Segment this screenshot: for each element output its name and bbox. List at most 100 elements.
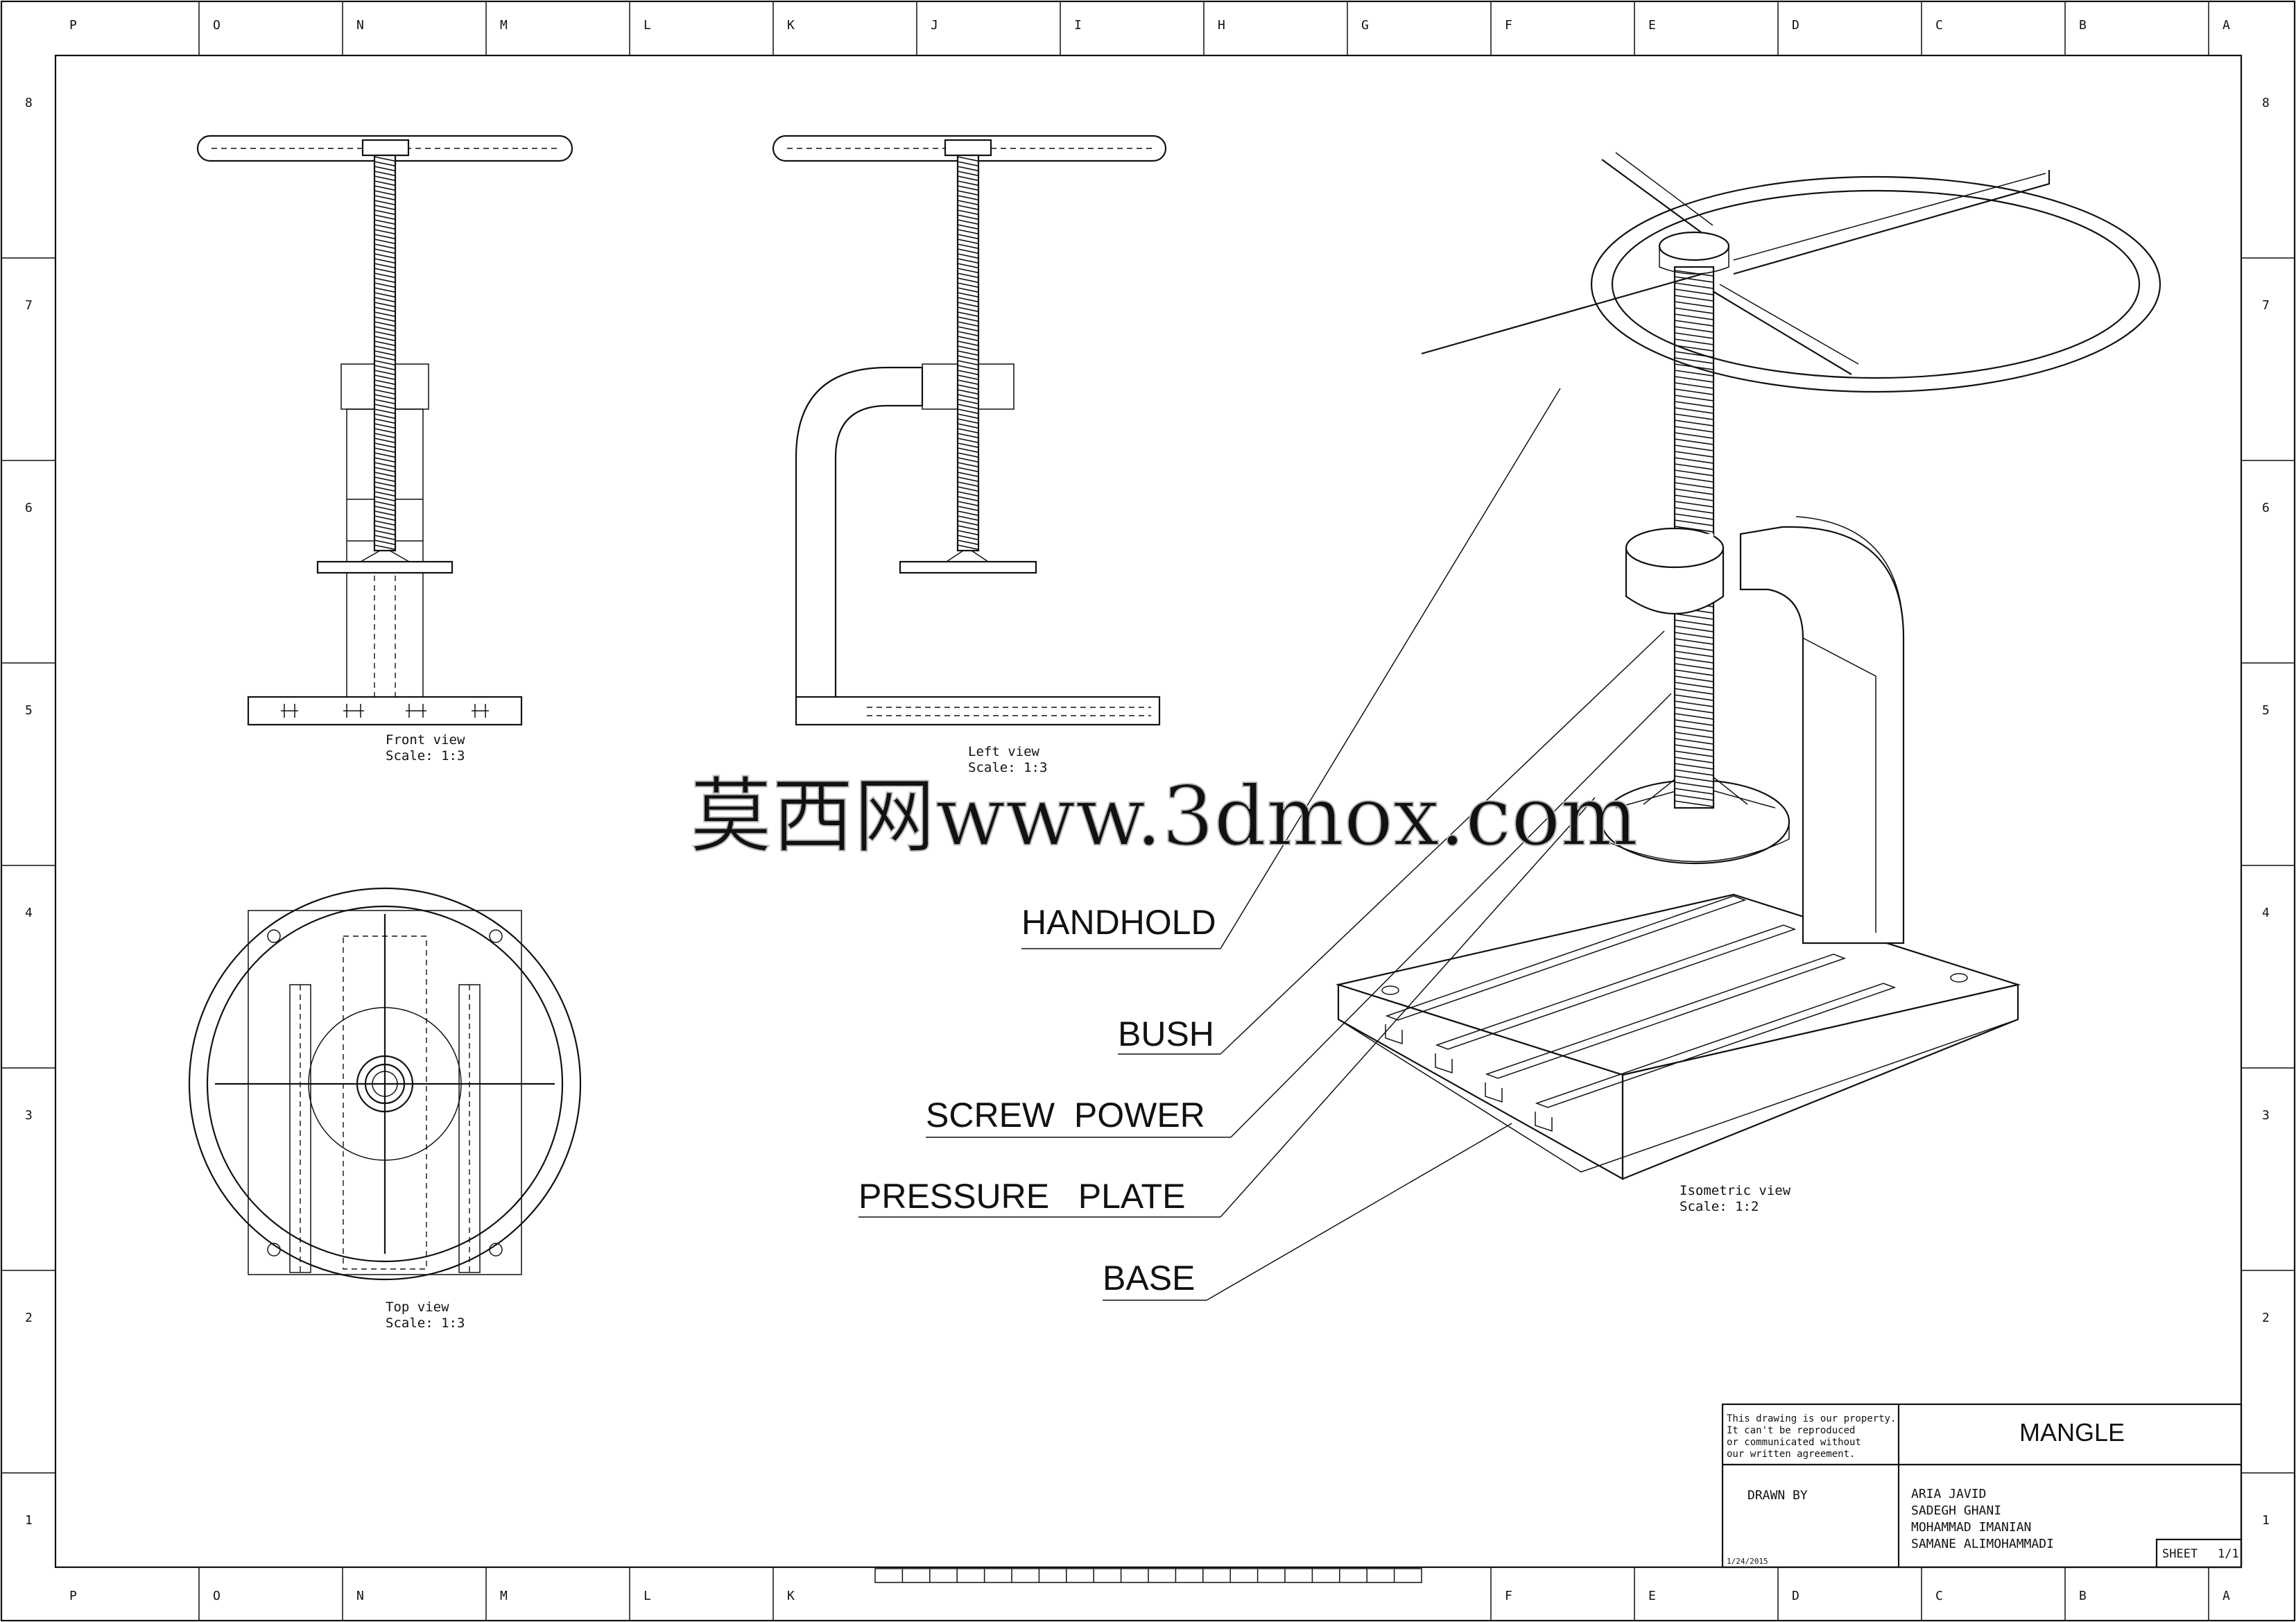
screw-thread <box>957 234 979 240</box>
screw-thread <box>374 248 396 254</box>
screw-thread <box>1674 744 1714 751</box>
screw-thread <box>957 428 979 434</box>
screw-thread <box>374 326 396 332</box>
zone-top-e: E <box>1648 18 1656 33</box>
screw-thread <box>374 365 396 371</box>
screw-thread <box>1674 732 1714 739</box>
screw-thread <box>1674 650 1714 657</box>
screw-thread <box>374 433 396 439</box>
screw-thread <box>957 316 979 322</box>
screw-thread <box>1674 501 1714 508</box>
screw-thread <box>374 491 396 497</box>
screw-thread <box>374 263 396 269</box>
screw-thread <box>374 311 396 318</box>
screw-thread <box>957 350 979 356</box>
notice-line: This drawing is our property. <box>1727 1413 1896 1424</box>
screw-thread <box>374 205 396 211</box>
screw-thread <box>957 219 979 225</box>
screw-thread <box>957 370 979 376</box>
screw-thread <box>957 540 979 546</box>
screw-thread <box>957 224 979 230</box>
screw-thread <box>374 418 396 424</box>
left-base <box>795 696 1161 726</box>
screw-thread <box>1674 757 1714 763</box>
zone-bottom-k: K <box>787 1589 795 1603</box>
zone-right-6: 6 <box>2262 501 2270 515</box>
screw-thread <box>957 399 979 405</box>
sheet-label: SHEET <box>2162 1547 2198 1561</box>
screw-thread <box>1674 288 1714 295</box>
screw-thread <box>374 481 396 488</box>
zone-right-1: 1 <box>2262 1513 2270 1528</box>
zone-left-4: 4 <box>25 906 33 920</box>
screw-thread <box>957 166 979 172</box>
screw-thread <box>374 530 396 536</box>
zone-top-i: I <box>1074 18 1082 33</box>
screw-thread <box>1674 507 1714 514</box>
screw-thread <box>1674 494 1714 501</box>
callout-pressure-plate: PRESSURE PLATE <box>858 1177 1185 1216</box>
screw-thread <box>1674 395 1714 402</box>
screw-thread <box>374 171 396 177</box>
screw-thread <box>374 282 396 288</box>
screw-thread <box>957 389 979 395</box>
screw-thread <box>957 321 979 327</box>
screw-thread <box>957 442 979 449</box>
screw-thread <box>957 491 979 497</box>
screw-thread <box>374 384 396 390</box>
screw-thread <box>374 200 396 206</box>
screw-thread <box>374 510 396 517</box>
screw-thread <box>374 292 396 298</box>
iso-t-slot-end <box>1435 1053 1453 1074</box>
screw-thread <box>1674 295 1714 302</box>
screw-thread <box>957 355 979 361</box>
screw-thread <box>1674 694 1714 701</box>
screw-thread <box>374 331 396 337</box>
zone-right-3: 3 <box>2262 1108 2270 1123</box>
zone-bottom-f: F <box>1505 1589 1512 1603</box>
screw-thread <box>374 394 396 400</box>
screw-thread <box>1674 320 1714 327</box>
zone-left-3: 3 <box>25 1108 33 1123</box>
notice-line: or communicated without <box>1727 1437 1861 1448</box>
screw-thread <box>957 175 979 182</box>
front-pressure-plate <box>316 560 454 574</box>
top-handwheel-inner <box>206 905 564 1263</box>
screw-thread <box>374 472 396 478</box>
screw-thread <box>1674 357 1714 364</box>
screw-thread <box>957 292 979 298</box>
screw-thread <box>957 209 979 216</box>
screw-thread <box>374 190 396 196</box>
screw-thread <box>1674 482 1714 489</box>
zone-left-8: 8 <box>25 96 33 110</box>
left-frame-arm <box>795 366 924 697</box>
screw-thread <box>957 307 979 313</box>
zone-bottom-p: P <box>69 1589 77 1603</box>
screw-thread <box>1674 669 1714 676</box>
screw-thread <box>374 486 396 492</box>
screw-thread <box>1674 800 1714 807</box>
zone-bottom-n: N <box>356 1589 364 1603</box>
screw-thread <box>957 501 979 507</box>
zone-right-4: 4 <box>2262 906 2270 920</box>
screw-thread <box>374 253 396 259</box>
screw-thread <box>1674 513 1714 520</box>
screw-thread <box>957 476 979 483</box>
drawing-frame <box>54 54 2243 1569</box>
screw-thread <box>957 326 979 332</box>
screw-thread <box>1674 457 1714 464</box>
left-view-title: Left view <box>968 744 1040 759</box>
screw-thread <box>374 496 396 502</box>
iso-t-slot <box>1485 954 1847 1079</box>
screw-thread <box>957 481 979 488</box>
screw-thread <box>374 520 396 526</box>
screw-thread <box>1674 469 1714 476</box>
notice-line: our written agreement. <box>1727 1449 1855 1460</box>
screw-thread <box>374 277 396 284</box>
screw-thread <box>1674 413 1714 420</box>
screw-thread <box>1674 619 1714 626</box>
screw-thread <box>957 200 979 206</box>
sheet-value: 1/1 <box>2218 1547 2239 1561</box>
screw-thread <box>957 340 979 347</box>
callout-screw-power: SCREW POWER <box>926 1096 1205 1134</box>
